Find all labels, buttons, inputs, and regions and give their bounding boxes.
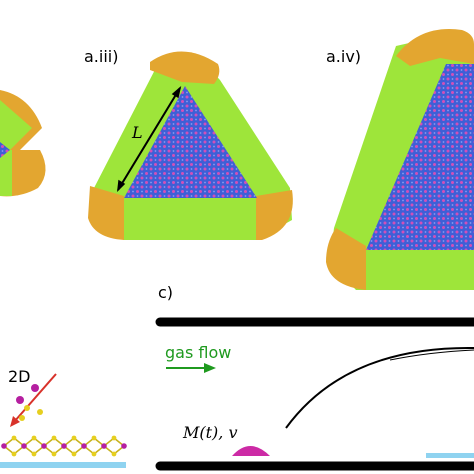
flow-arrow-icon [166,363,216,373]
reactor-tube [155,317,474,471]
source-dome [232,446,270,456]
substrate-right [426,453,474,458]
crystal-a-iv [326,29,474,290]
corner-cap-right [256,190,293,240]
crystal-core-a-iv [366,64,474,250]
crystal-a-iii [88,51,293,240]
crystal-core-a-iii [124,86,257,198]
corner-cap-left-large [326,228,366,290]
concentration-profile-curve-2 [389,349,474,361]
concentration-profile-curve [285,346,474,429]
substrate-left [0,462,126,468]
deposition-arrow-icon [10,373,57,427]
crystal-a-ii-partial [0,90,46,197]
panel-label-a-iii: a.iii) [84,47,118,66]
source-label: M(t), v [182,423,238,442]
corner-cap-top-large [396,29,474,66]
gas-flow-label: gas flow [165,343,231,362]
deposition-label: 2D [8,367,31,386]
corner-cap-top [150,51,220,84]
monolayer-lattice [1,435,127,457]
panel-label-a-iv: a.iv) [326,47,361,66]
edge-length-label: L [131,123,143,142]
panel-label-c: c) [158,283,173,302]
precursor-particles [16,384,43,421]
corner-cap-left [88,186,124,240]
